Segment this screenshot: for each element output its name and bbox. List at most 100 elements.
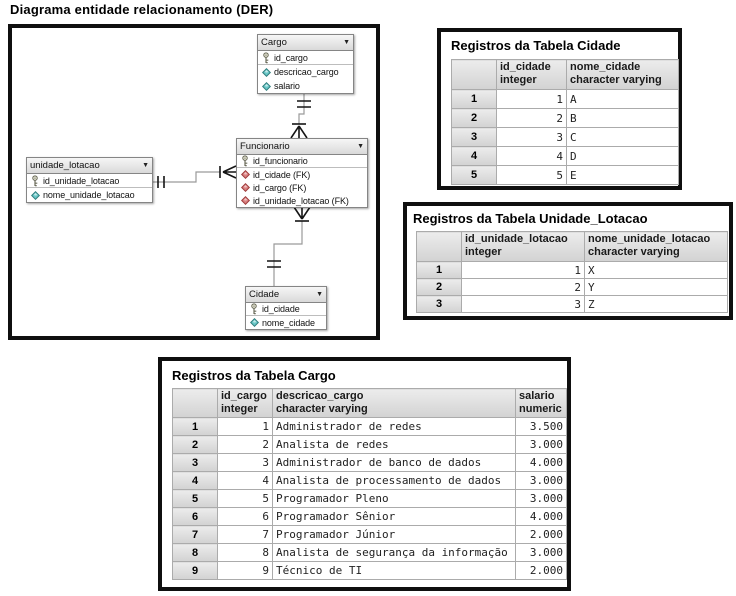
data-cell: 2.000: [515, 561, 567, 580]
row-number-cell: 1: [451, 89, 497, 109]
data-cell: Programador Pleno: [272, 489, 516, 508]
field-label: id_cidade (FK): [253, 169, 311, 180]
key-icon: [30, 174, 40, 187]
row-number-cell: 8: [172, 543, 218, 562]
grid-corner-cell: [172, 388, 218, 418]
crow-foot-icon: [222, 165, 237, 179]
row-number-cell: 3: [172, 453, 218, 472]
data-cell: Administrador de redes: [272, 417, 516, 436]
column-name: id_cargo: [221, 390, 267, 402]
column-type: character varying: [276, 403, 368, 415]
one-cardinality-double-bar: [267, 260, 281, 268]
relationship-connectors: [151, 93, 311, 286]
entity-header[interactable]: Funcionario▼: [237, 139, 367, 155]
entity-header[interactable]: Cargo ▼: [258, 35, 353, 51]
key-icon: [261, 51, 271, 64]
entity-field[interactable]: salario: [258, 79, 353, 93]
data-cell: 3: [461, 295, 585, 313]
entity-field[interactable]: id_cargo (FK): [237, 181, 367, 194]
entity-field[interactable]: id_unidade_lotacao: [27, 174, 152, 188]
entity-field[interactable]: id_funcionario: [237, 155, 367, 168]
entity-field[interactable]: id_cargo: [258, 51, 353, 65]
fk-attribute-icon: [240, 170, 250, 179]
grid-corner-cell: [416, 231, 462, 262]
field-label: nome_cidade: [262, 317, 315, 328]
entity-field[interactable]: id_cidade: [246, 303, 326, 316]
row-number-cell: 3: [451, 127, 497, 147]
dropdown-icon[interactable]: ▼: [343, 38, 350, 46]
row-number-cell: 1: [416, 261, 462, 279]
entity-header[interactable]: unidade_lotacao ▼: [27, 158, 152, 174]
key-icon: [240, 155, 250, 167]
data-cell: 1: [496, 89, 567, 109]
row-number-cell: 2: [451, 108, 497, 128]
column-name: id_cidade: [500, 61, 551, 73]
entity-field[interactable]: descricao_cargo: [258, 65, 353, 79]
data-cell: 4.000: [515, 507, 567, 526]
entity-unidade-lotacao[interactable]: unidade_lotacao ▼ id_unidade_lotacao nome_u…: [26, 157, 153, 203]
dropdown-icon[interactable]: ▼: [357, 142, 364, 150]
row-number-cell: 5: [172, 489, 218, 508]
dropdown-icon[interactable]: ▼: [142, 161, 149, 169]
column-name: nome_cidade: [570, 61, 641, 73]
row-number-cell: 2: [172, 435, 218, 454]
entity-funcionario[interactable]: Funcionario▼id_funcionario id_cidade (FK)…: [236, 138, 368, 208]
data-cell: 3: [217, 453, 273, 472]
row-number-cell: 6: [172, 507, 218, 526]
entity-field[interactable]: nome_cidade: [246, 316, 326, 329]
field-label: id_cargo: [274, 52, 308, 63]
entity-header[interactable]: Cidade ▼: [246, 287, 326, 303]
dropdown-icon[interactable]: ▼: [316, 290, 323, 298]
one-cardinality-double-bar: [297, 100, 311, 108]
grid-corner-cell: [451, 59, 497, 90]
data-cell: 3.500: [515, 417, 567, 436]
field-label: id_unidade_lotacao: [43, 175, 120, 186]
column-name: salario: [519, 390, 555, 402]
data-cell: A: [566, 89, 679, 109]
entity-name: Cargo: [261, 36, 287, 48]
data-cell: Programador Júnior: [272, 525, 516, 544]
row-number-cell: 3: [416, 295, 462, 313]
data-cell: D: [566, 146, 679, 166]
field-label: salario: [274, 81, 300, 91]
relationship-line-cargo-funcionario: [298, 93, 305, 124]
one-cardinality-double-bar: [157, 176, 165, 188]
relationship-line-funcionario-cidade: [273, 221, 303, 286]
page-title: Diagrama entidade relacionamento (DER): [10, 2, 274, 17]
column-type: integer: [465, 246, 502, 258]
entity-field[interactable]: nome_unidade_lotacao: [27, 188, 152, 202]
key-icon: [249, 303, 259, 315]
column-type: integer: [500, 74, 537, 86]
row-number-cell: 9: [172, 561, 218, 580]
data-cell: C: [566, 127, 679, 147]
data-cell: 1: [217, 417, 273, 436]
fk-attribute-icon: [240, 183, 250, 192]
row-number-cell: 7: [172, 525, 218, 544]
field-label: id_funcionario: [253, 156, 308, 166]
column-type: character varying: [570, 74, 662, 86]
entity-name: unidade_lotacao: [30, 159, 100, 171]
entity-field[interactable]: id_cidade (FK): [237, 168, 367, 181]
data-cell: Analista de redes: [272, 435, 516, 454]
column-name: descricao_cargo: [276, 390, 364, 402]
data-cell: 7: [217, 525, 273, 544]
entity-field[interactable]: id_unidade_lotacao (FK): [237, 194, 367, 207]
entity-name: Cidade: [249, 288, 280, 300]
